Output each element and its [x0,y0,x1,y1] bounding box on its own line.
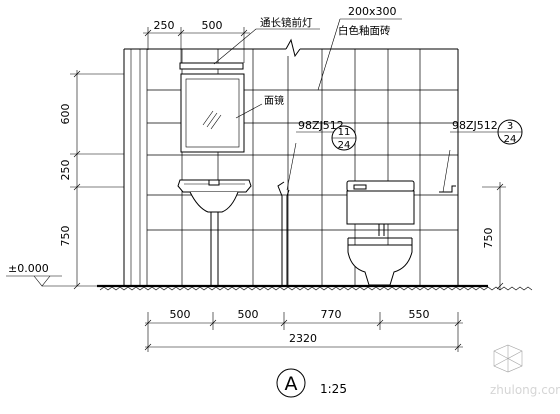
ref-right-sheet: 24 [504,134,517,145]
dim-left-600: 600 [59,104,72,125]
dim-left-250: 250 [59,160,72,181]
washbasin [177,179,252,285]
top-dimensions: 250 500 [143,19,250,63]
dim-right-750: 750 [482,228,495,249]
dim-left-750: 750 [59,226,72,247]
section-letter: A [285,373,298,395]
ref-right-code: 98ZJ512 [452,119,498,132]
ref-right-num: 3 [507,121,513,132]
watermark-text: zhulong.com [490,383,560,397]
toilet [346,180,415,286]
wall-outline [123,38,459,285]
ref-left-sheet: 24 [338,140,351,151]
mirror [180,73,245,153]
grab-bar-left [277,142,297,286]
section-scale: 1:25 [320,382,347,396]
left-dimensions: 600 250 750 [59,70,124,290]
mirror-label: 面镜 [264,94,284,107]
right-dimension: 750 [482,182,506,290]
mirror-light [179,62,244,70]
level-label: ±0.000 [8,262,49,275]
section-title: A 1:25 [276,368,347,398]
level-mark: ±0.000 [6,262,97,287]
dim-total: 2320 [289,332,317,345]
dim-bottom-550: 550 [409,308,430,321]
dim-top-250: 250 [154,19,175,32]
mirror-light-label: 通长镜前灯 [260,16,313,29]
reference-left: 98ZJ512 11 24 [296,119,357,151]
ref-left-num: 11 [338,127,351,138]
watermark: zhulong.com [490,344,560,397]
ref-left-code: 98ZJ512 [298,119,344,132]
tile-material-label: 白色釉面砖 [338,24,391,37]
dim-bottom-770: 770 [321,308,342,321]
dim-top-500: 500 [202,19,223,32]
grab-bar-right [439,149,456,193]
top-annotations: 通长镜前灯 200x300 白色釉面砖 面镜 [213,5,402,119]
dim-bottom-500-a: 500 [170,308,191,321]
reference-right: 98ZJ512 3 24 [450,119,523,145]
tile-size-label: 200x300 [348,5,397,18]
floor [97,284,533,291]
dim-bottom-500-b: 500 [238,308,259,321]
bottom-dimensions: 500 500 770 550 2320 [144,308,463,352]
